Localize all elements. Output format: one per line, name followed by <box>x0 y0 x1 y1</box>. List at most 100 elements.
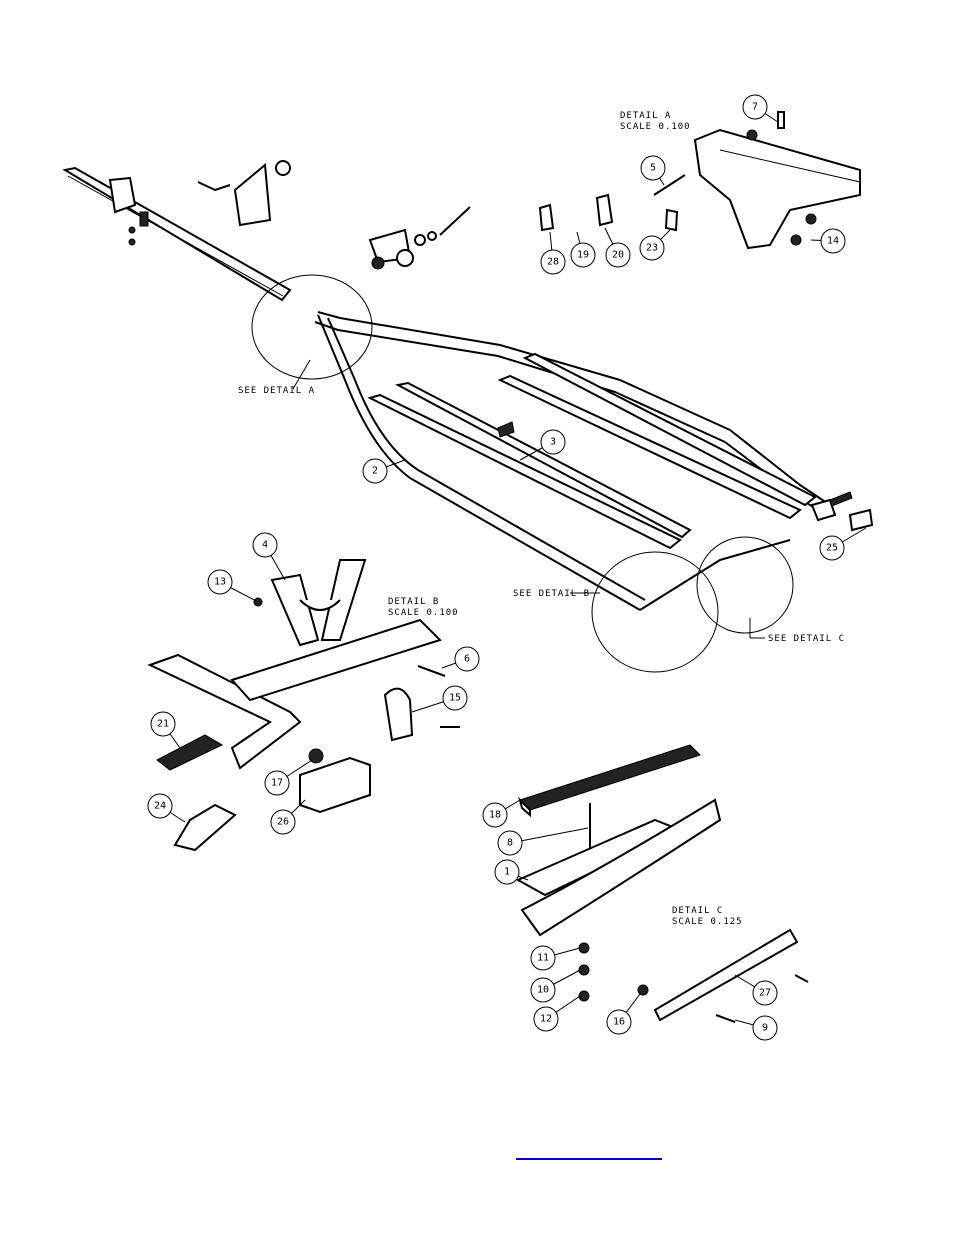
see-detail-c-label: SEE DETAIL C <box>768 634 845 644</box>
see-detail-a-label: SEE DETAIL A <box>238 386 315 396</box>
footer-link[interactable] <box>516 1158 662 1160</box>
callout-circle <box>442 685 468 711</box>
detail-b-title: DETAIL B <box>388 597 439 607</box>
callout-number: 2 <box>372 466 378 477</box>
callout-number: 20 <box>612 250 624 261</box>
callout-2: 2 <box>362 458 406 484</box>
callout-number: 14 <box>827 236 839 247</box>
callout-circle <box>540 249 566 275</box>
callout-7: 7 <box>742 94 779 123</box>
callout-circle <box>752 1015 778 1041</box>
callout-1: 1 <box>494 859 529 885</box>
callout-number: 13 <box>214 577 226 588</box>
leader-lines <box>292 359 765 639</box>
detail-b-circle <box>591 551 719 673</box>
callout-8: 8 <box>497 827 589 856</box>
callout-27: 27 <box>734 974 778 1006</box>
callout-18: 18 <box>482 799 521 828</box>
callout-circle <box>570 242 596 268</box>
callout-number: 10 <box>537 985 549 996</box>
callout-circle <box>207 569 233 595</box>
callout-circle <box>530 977 556 1003</box>
callout-number: 26 <box>277 817 289 828</box>
callout-number: 17 <box>271 778 283 789</box>
callout-16: 16 <box>606 993 641 1035</box>
callout-11: 11 <box>530 945 581 971</box>
callout-circle <box>482 802 508 828</box>
callout-circle <box>820 228 846 254</box>
callout-number: 15 <box>449 693 461 704</box>
detail-a-scale: SCALE 0.100 <box>620 122 691 132</box>
detail-c-title: DETAIL C <box>672 906 723 916</box>
callout-circle <box>640 155 666 181</box>
callout-number: 6 <box>464 654 470 665</box>
callout-circle <box>270 809 296 835</box>
see-detail-b-label: SEE DETAIL B <box>513 589 590 599</box>
callout-circle <box>252 532 278 558</box>
callout-circle <box>530 945 556 971</box>
callout-circle <box>605 242 631 268</box>
detail-b-scale: SCALE 0.100 <box>388 608 459 618</box>
callout-circle <box>540 429 566 455</box>
detail-c-scale: SCALE 0.125 <box>672 917 743 927</box>
callout-circle <box>819 535 845 561</box>
callout-number: 25 <box>826 543 838 554</box>
detail-a-title: DETAIL A <box>620 111 671 121</box>
callout-4: 4 <box>252 532 286 581</box>
callout-number: 24 <box>154 801 166 812</box>
detail-a-parts <box>538 111 861 250</box>
callout-number: 19 <box>577 250 589 261</box>
callout-number: 12 <box>540 1014 552 1025</box>
callout-number: 7 <box>752 102 758 113</box>
callout-12: 12 <box>533 995 581 1032</box>
callout-number: 1 <box>504 867 510 878</box>
callout-26: 26 <box>270 799 306 835</box>
callout-10: 10 <box>530 969 581 1003</box>
callout-number: 11 <box>537 953 549 964</box>
callout-14: 14 <box>810 228 846 254</box>
callout-number: 8 <box>507 838 513 849</box>
callout-9: 9 <box>734 1015 778 1041</box>
callout-circle <box>497 830 523 856</box>
callout-circle <box>606 1009 632 1035</box>
detail-c-circle <box>696 536 794 634</box>
callout-circle <box>264 770 290 796</box>
callout-circle <box>639 235 665 261</box>
callout-20: 20 <box>604 227 631 268</box>
callout-number: 21 <box>157 719 169 730</box>
callout-circle <box>494 859 520 885</box>
callout-25: 25 <box>819 527 867 561</box>
callout-circle <box>752 980 778 1006</box>
callout-circle <box>147 793 173 819</box>
callout-17: 17 <box>264 759 313 796</box>
detail-a-circle <box>251 274 373 380</box>
callout-24: 24 <box>147 793 186 823</box>
trailer-frame <box>314 311 874 611</box>
callout-number: 18 <box>489 810 501 821</box>
callout-circle <box>150 711 176 737</box>
leader-line <box>509 827 589 844</box>
callout-6: 6 <box>441 646 480 672</box>
callout-23: 23 <box>639 229 671 261</box>
callout-number: 9 <box>762 1023 768 1034</box>
detail-c-parts <box>515 744 809 1023</box>
callout-number: 27 <box>759 988 771 999</box>
detail-b-parts <box>147 559 460 852</box>
callout-number: 3 <box>550 437 556 448</box>
callout-number: 16 <box>613 1017 625 1028</box>
callout-13: 13 <box>207 569 257 602</box>
callout-15: 15 <box>411 685 468 713</box>
callout-21: 21 <box>150 711 181 749</box>
callout-5: 5 <box>640 155 666 186</box>
callout-number: 4 <box>262 540 268 551</box>
callout-circle <box>742 94 768 120</box>
callout-circle <box>454 646 480 672</box>
callout-circle <box>533 1006 559 1032</box>
callout-28: 28 <box>540 231 566 275</box>
callout-number: 5 <box>650 163 656 174</box>
tongue-assembly <box>62 160 471 302</box>
callout-19: 19 <box>570 231 596 268</box>
callout-3: 3 <box>519 429 566 461</box>
